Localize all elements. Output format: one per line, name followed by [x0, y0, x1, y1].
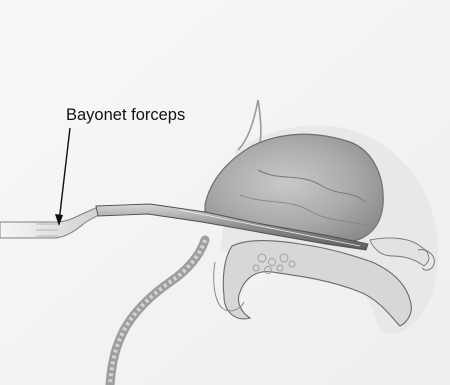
- bayonet-forceps-label: Bayonet forceps: [66, 107, 185, 124]
